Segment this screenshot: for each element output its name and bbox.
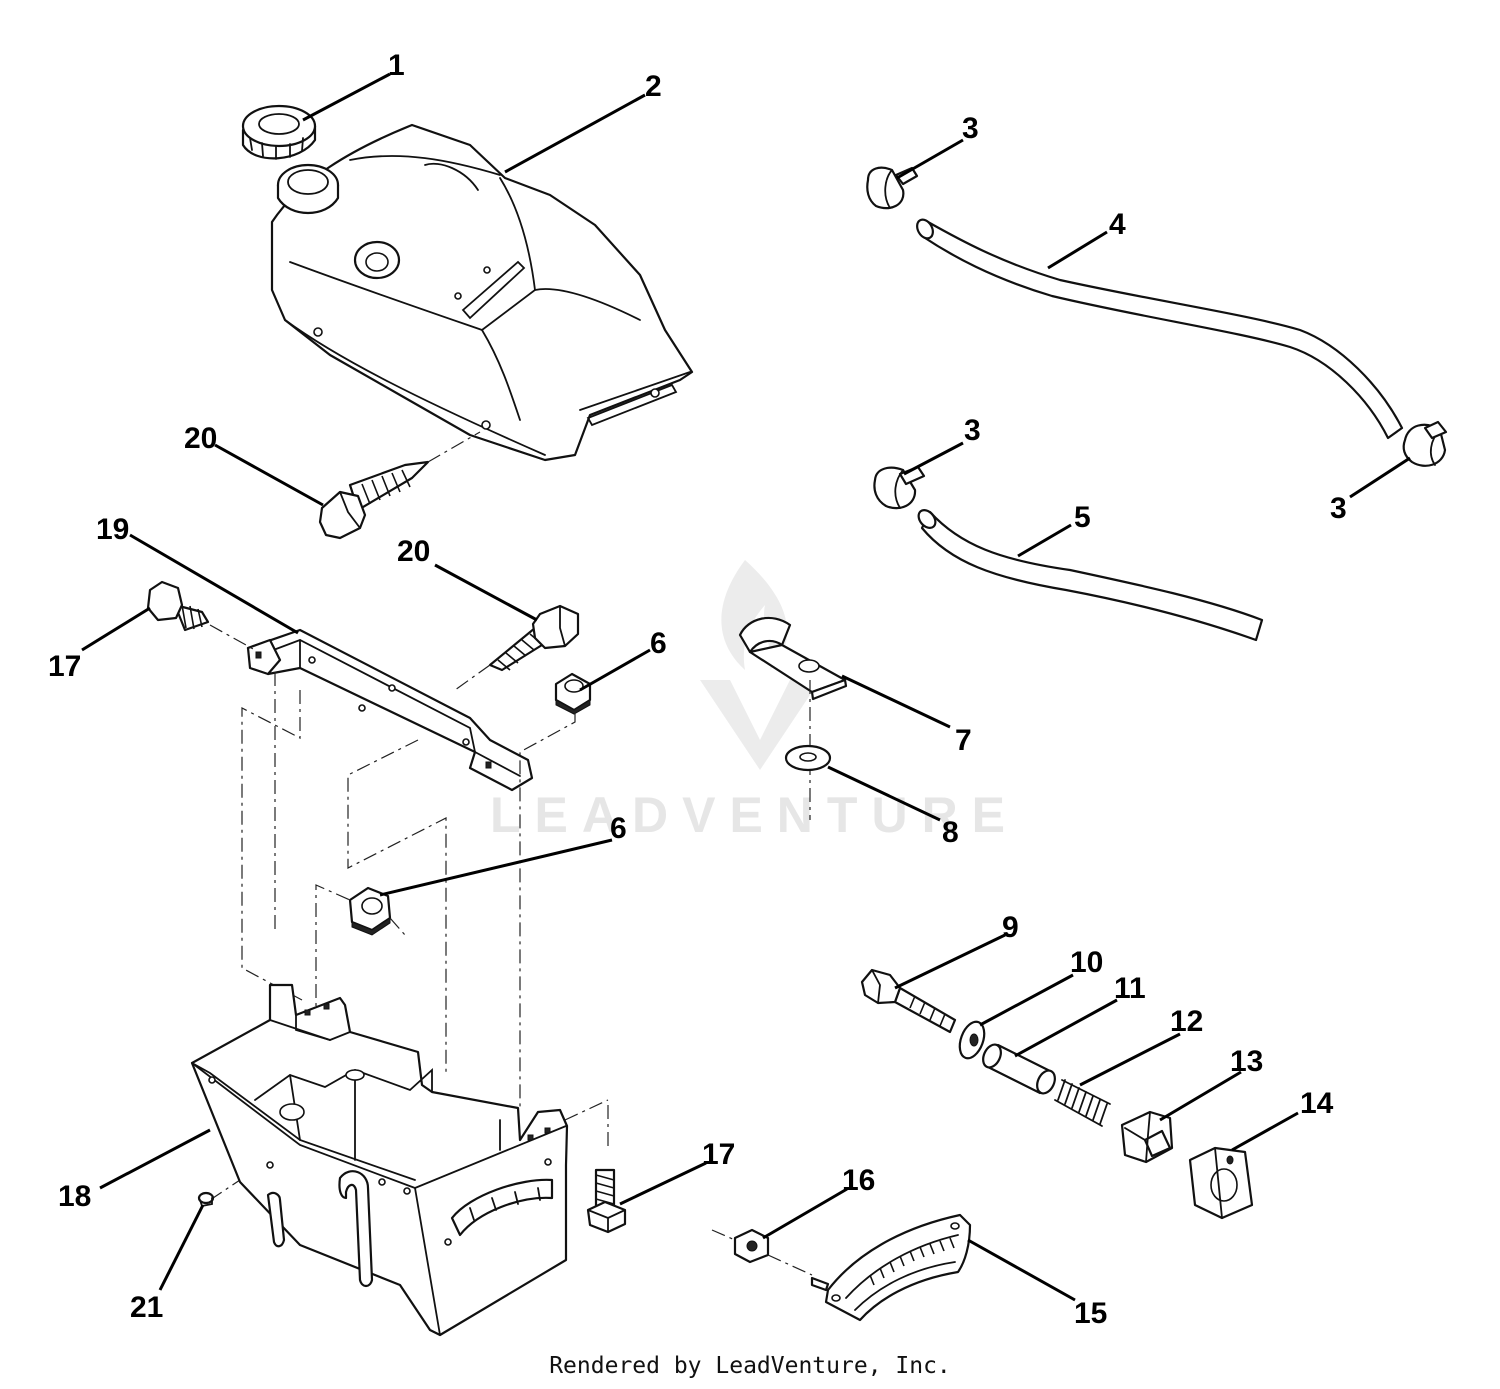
bolt-lower — [586, 1168, 627, 1234]
callout-10: 10 — [1070, 946, 1103, 979]
callout-19: 19 — [96, 513, 129, 546]
callout-3-top: 3 — [962, 112, 979, 145]
shoulder-bolt — [860, 968, 957, 1034]
callouts: 1 2 3 4 3 3 5 20 19 20 17 6 7 8 6 9 10 1… — [48, 49, 1347, 1330]
fuel-hose-long — [916, 218, 1404, 440]
callout-17-lower: 17 — [702, 1138, 735, 1171]
callout-21: 21 — [130, 1291, 163, 1324]
rivet — [197, 1191, 215, 1208]
hose-clamp-top — [866, 166, 919, 210]
handle-boss — [1188, 1146, 1254, 1220]
bolt-upper — [146, 580, 210, 632]
callout-15: 15 — [1074, 1297, 1107, 1330]
centerline-screw-middle — [454, 664, 491, 691]
callout-7: 7 — [955, 724, 972, 757]
washer — [784, 744, 832, 772]
channel-bracket — [246, 628, 534, 792]
fuel-hose-short — [917, 509, 1264, 642]
compression-spring — [1054, 1079, 1111, 1127]
screw-upper — [318, 460, 430, 540]
lock-nut-upper — [554, 672, 592, 715]
leader-lines — [81, 72, 1411, 1302]
callout-13: 13 — [1230, 1045, 1263, 1078]
callout-8: 8 — [942, 816, 959, 849]
callout-18: 18 — [58, 1180, 91, 1213]
callout-3-right: 3 — [1330, 492, 1347, 525]
callout-6-upper: 6 — [650, 627, 667, 660]
watermark-text: LEADVENTURE — [490, 787, 1019, 843]
flat-washer — [958, 1020, 986, 1060]
callout-14: 14 — [1300, 1087, 1334, 1120]
callout-20-middle: 20 — [397, 535, 430, 568]
callout-2: 2 — [645, 70, 662, 103]
dash-panel — [190, 983, 569, 1337]
callout-1: 1 — [388, 49, 405, 82]
callout-16: 16 — [842, 1164, 875, 1197]
centerline-screw-upper — [427, 431, 481, 463]
flange-nut — [733, 1228, 770, 1264]
fuel-tank — [270, 123, 694, 462]
adjuster-knob — [1120, 1110, 1174, 1164]
watermark-logo — [700, 560, 820, 770]
callout-9: 9 — [1002, 911, 1019, 944]
hose-clamp-right — [1402, 420, 1448, 467]
screw-middle — [488, 604, 580, 672]
callout-17-upper: 17 — [48, 650, 81, 683]
callout-3-middle: 3 — [964, 414, 981, 447]
callout-20-upper: 20 — [184, 422, 217, 455]
callout-5: 5 — [1074, 501, 1091, 534]
centerline-bolt-upper — [209, 624, 256, 651]
callout-4: 4 — [1109, 208, 1126, 241]
spacer — [982, 1043, 1056, 1095]
render-credit: Rendered by LeadVenture, Inc. — [549, 1353, 951, 1379]
indicator-plate — [810, 1213, 972, 1322]
callout-6-lower: 6 — [610, 812, 627, 845]
hose-clip-bracket — [738, 616, 848, 701]
hose-clamp-middle — [873, 465, 926, 510]
callout-12: 12 — [1170, 1005, 1203, 1038]
fuel-cap — [241, 104, 317, 160]
callout-11: 11 — [1114, 972, 1146, 1005]
centerline-nut — [711, 1229, 813, 1276]
